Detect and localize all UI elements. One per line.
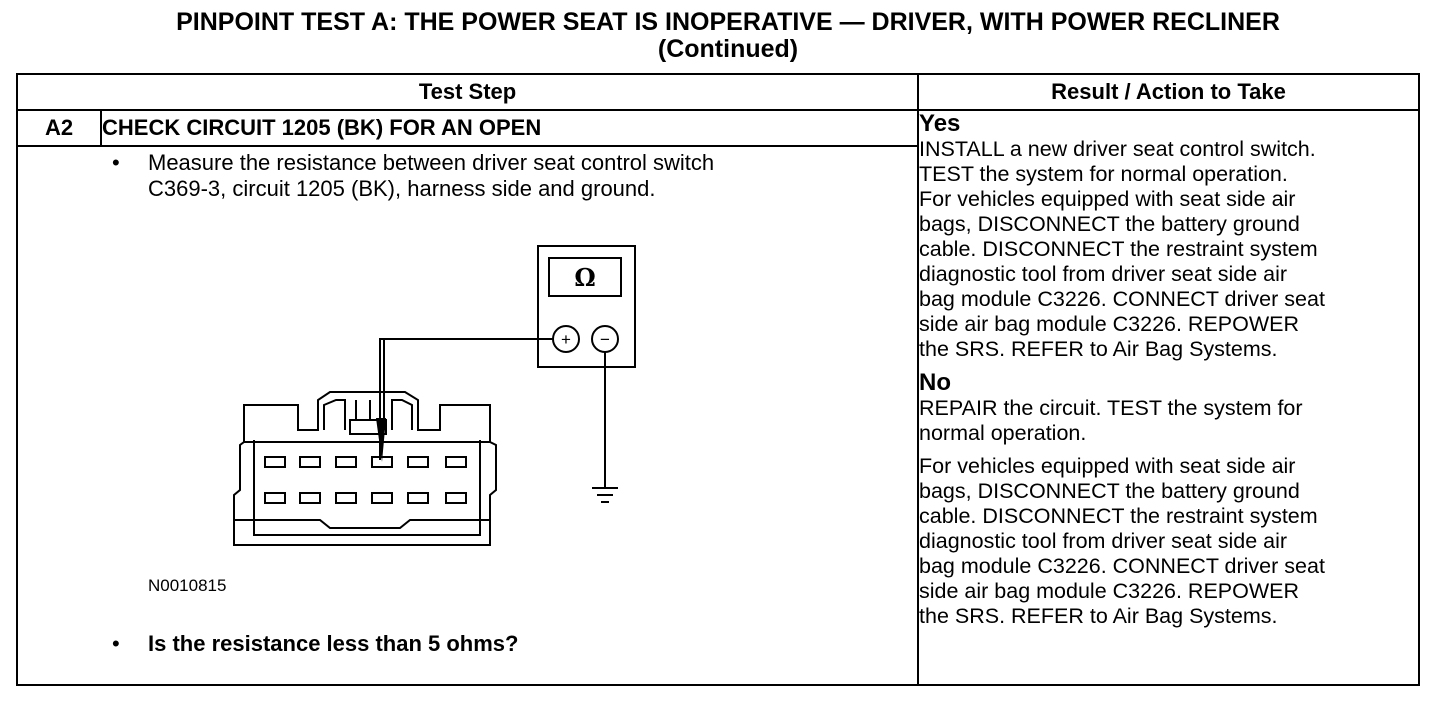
result-no-label: No	[919, 369, 952, 396]
page-title: PINPOINT TEST A: THE POWER SEAT IS INOPE…	[176, 8, 1280, 36]
instruction-line-1: Measure the resistance between driver se…	[148, 150, 715, 175]
result-action-header: Result / Action to Take	[917, 73, 1421, 111]
probe-tip	[376, 418, 386, 462]
result-no-line: For vehicles equipped with seat side air	[919, 454, 1296, 478]
step-body	[101, 145, 920, 686]
terminal-slot	[445, 456, 467, 468]
latch-right	[391, 399, 413, 430]
result-yes-line: bag module C3226. CONNECT driver seat	[919, 287, 1325, 311]
result-yes-line: cable. DISCONNECT the restraint system	[919, 237, 1318, 261]
figure-id: N0010815	[148, 576, 227, 595]
ohm-symbol: Ω	[574, 263, 595, 292]
terminal-slot	[264, 456, 286, 468]
result-no-line: normal operation.	[919, 421, 1087, 445]
connector-c369	[233, 391, 497, 546]
pinpoint-test-table: Test Step Result / Action to Take A2 CHE…	[15, 73, 1421, 686]
terminal-slot	[299, 456, 321, 468]
instruction-line-2: C369-3, circuit 1205 (BK), harness side …	[148, 176, 656, 201]
step-title: CHECK CIRCUIT 1205 (BK) FOR AN OPEN	[99, 109, 920, 147]
connector-inner-outline	[253, 440, 481, 536]
connector-housing	[233, 391, 497, 546]
step-body-spacer	[16, 145, 101, 686]
test-step-header: Test Step	[15, 73, 920, 111]
bullet: •	[112, 150, 120, 175]
terminal-slot	[335, 492, 357, 504]
terminal-slot	[407, 492, 429, 504]
latch-window	[349, 419, 387, 435]
question: Is the resistance less than 5 ohms?	[148, 631, 519, 656]
result-no-line: the SRS. REFER to Air Bag Systems.	[919, 604, 1278, 628]
result-yes-line: side air bag module C3226. REPOWER	[919, 312, 1300, 336]
terminal-slot	[299, 492, 321, 504]
terminal-slot	[445, 492, 467, 504]
terminal-slot-3	[371, 456, 393, 468]
result-yes-line: For vehicles equipped with seat side air	[919, 187, 1296, 211]
result-yes-line: TEST the system for normal operation.	[919, 162, 1288, 186]
result-yes-line: INSTALL a new driver seat control switch…	[919, 137, 1316, 161]
bullet: •	[112, 631, 120, 656]
result-no-line: bags, DISCONNECT the battery ground	[919, 479, 1300, 503]
terminal-slot	[407, 456, 429, 468]
result-no-line: side air bag module C3226. REPOWER	[919, 579, 1300, 603]
result-no-text: REPAIR the circuit. TEST the system for …	[919, 396, 1418, 446]
result-no-line: bag module C3226. CONNECT driver seat	[919, 554, 1325, 578]
terminal-slot	[264, 492, 286, 504]
terminal-slot	[335, 456, 357, 468]
result-no-line: REPAIR the circuit. TEST the system for	[919, 396, 1303, 420]
page-subtitle: (Continued)	[657, 35, 799, 63]
result-no-text-2: For vehicles equipped with seat side air…	[919, 454, 1418, 629]
ohmmeter-body	[537, 245, 636, 368]
result-cell: Yes INSTALL a new driver seat control sw…	[917, 109, 1421, 686]
minus-sign: −	[600, 330, 610, 349]
result-yes-line: the SRS. REFER to Air Bag Systems.	[919, 337, 1278, 361]
result-yes-text: INSTALL a new driver seat control switch…	[919, 137, 1418, 362]
terminal-slot	[371, 492, 393, 504]
result-no-line: cable. DISCONNECT the restraint system	[919, 504, 1318, 528]
latch-left	[323, 399, 346, 430]
ohmmeter-display	[548, 257, 622, 297]
result-yes-label: Yes	[919, 110, 961, 137]
plus-sign: +	[561, 330, 571, 349]
result-yes-line: diagnostic tool from driver seat side ai…	[919, 262, 1288, 286]
result-yes-line: bags, DISCONNECT the battery ground	[919, 212, 1300, 236]
connector-base	[234, 519, 490, 529]
result-no-line: diagnostic tool from driver seat side ai…	[919, 529, 1288, 553]
step-id: A2	[16, 109, 102, 147]
